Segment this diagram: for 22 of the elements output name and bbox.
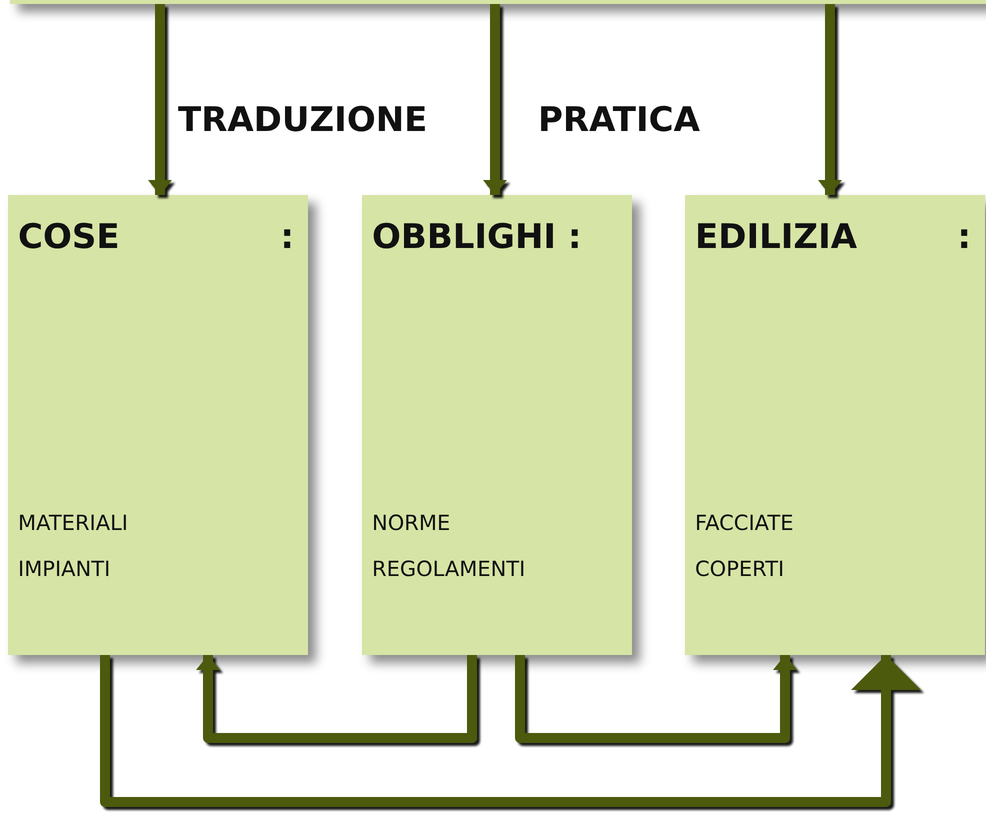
arrow [100, 655, 921, 807]
category-box [685, 195, 985, 655]
list-item: MATERIALI [18, 511, 128, 535]
list-item: COPERTI [695, 557, 784, 581]
category-box [8, 195, 308, 655]
colon: : [280, 217, 294, 257]
list-item: NORME [372, 511, 450, 535]
box-heading: OBBLIGHI : [372, 217, 582, 257]
colon: : [957, 217, 971, 257]
list-item: FACCIATE [695, 511, 794, 535]
arrow [515, 655, 797, 743]
category-box [362, 195, 632, 655]
arrow [148, 4, 172, 195]
text-label: TRADUZIONE [178, 100, 428, 140]
box-heading: COSE [18, 217, 120, 257]
arrow [483, 4, 507, 195]
list-item: IMPIANTI [18, 557, 110, 581]
arrow [818, 4, 842, 195]
list-item: REGOLAMENTI [372, 557, 526, 581]
arrow [196, 655, 477, 743]
box-heading: EDILIZIA [695, 217, 858, 257]
text-label: PRATICA [538, 100, 700, 140]
